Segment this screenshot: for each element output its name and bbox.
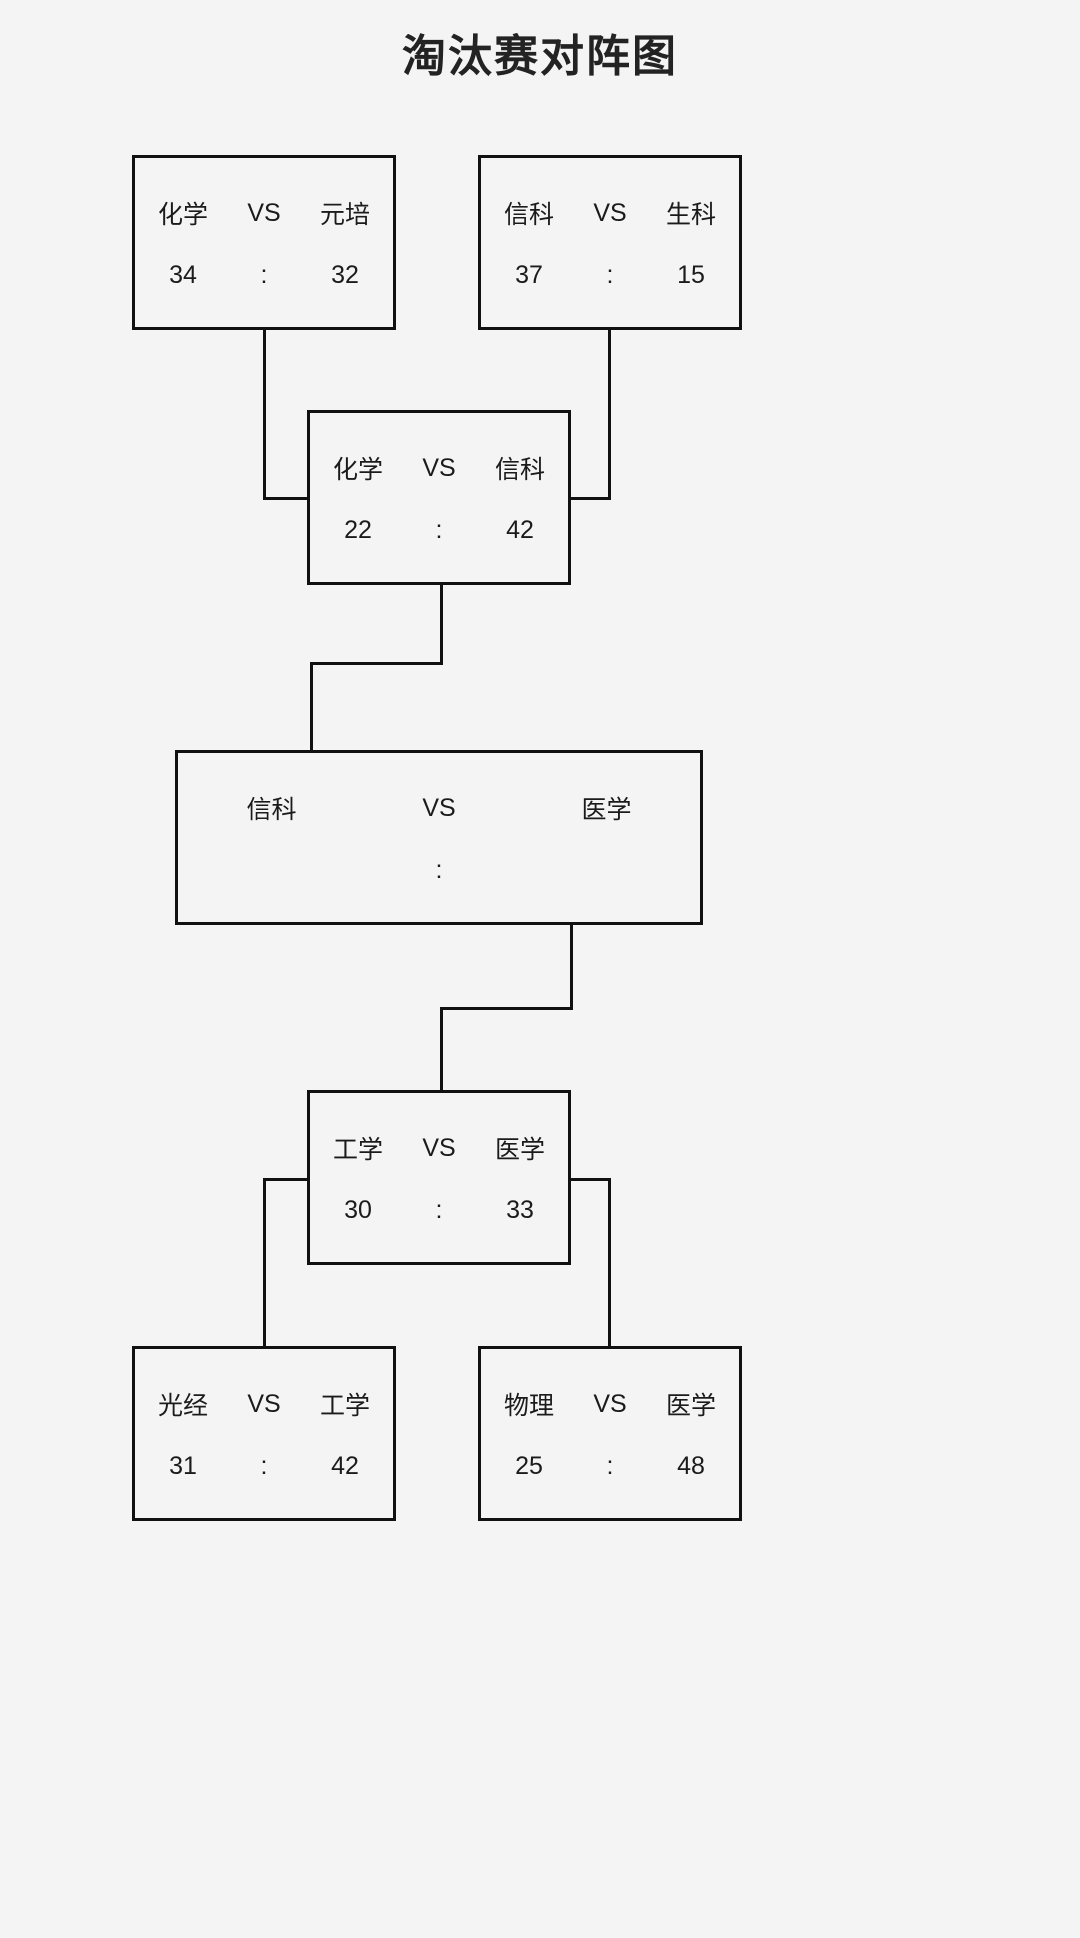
connector-final-horizontal (440, 1007, 573, 1010)
team-right-name: 工学 (319, 1392, 370, 1420)
score-right: 33 (506, 1196, 534, 1224)
team-left-name: 信科 (246, 796, 297, 824)
team-left-name: 化学 (332, 456, 383, 484)
score-separator: : (606, 261, 614, 289)
match-box-qf-3[interactable]: 光经 VS 工学 31 : 42 (132, 1346, 396, 1521)
score-separator: : (260, 1452, 268, 1480)
vs-label: VS (593, 1389, 627, 1418)
score-separator: : (435, 1196, 443, 1224)
connector-final-vertical-a (570, 925, 573, 1010)
vs-label: VS (422, 793, 456, 822)
match-scores-row: 37 : 15 (481, 261, 739, 290)
vs-label: VS (422, 1133, 456, 1162)
connector-sftop-vertical-a (440, 585, 443, 665)
match-scores-row: 22 : 42 (310, 516, 568, 545)
match-teams-row: 光经 VS 工学 (135, 1386, 393, 1422)
connector-qf1-vertical (263, 330, 266, 500)
score-separator: : (260, 261, 268, 289)
match-scores-row: 30 : 33 (310, 1196, 568, 1225)
score-right: 42 (506, 516, 534, 544)
match-scores-row: : (178, 856, 700, 885)
score-separator: : (435, 516, 443, 544)
vs-label: VS (247, 1389, 281, 1418)
match-scores-row: 31 : 42 (135, 1452, 393, 1481)
connector-sftop-horizontal (310, 662, 443, 665)
team-right-name: 医学 (581, 796, 632, 824)
match-teams-row: 物理 VS 医学 (481, 1386, 739, 1422)
team-right-name: 元培 (319, 201, 370, 229)
vs-label: VS (422, 453, 456, 482)
score-separator: : (606, 1452, 614, 1480)
connector-qf2-horizontal (568, 497, 611, 500)
score-left: 22 (344, 516, 372, 544)
score-left: 34 (169, 261, 197, 289)
team-left-name: 工学 (332, 1136, 383, 1164)
team-left-name: 物理 (503, 1392, 554, 1420)
score-right: 42 (331, 1452, 359, 1480)
match-box-qf-4[interactable]: 物理 VS 医学 25 : 48 (478, 1346, 742, 1521)
connector-sfbottom-left-vertical (263, 1178, 266, 1346)
score-right: 48 (677, 1452, 705, 1480)
team-left-name: 信科 (503, 201, 554, 229)
match-box-final[interactable]: 信科 VS 医学 : (175, 750, 703, 925)
match-box-sf-bottom[interactable]: 工学 VS 医学 30 : 33 (307, 1090, 571, 1265)
connector-sftop-vertical-b (310, 662, 313, 752)
team-left-name: 光经 (157, 1392, 208, 1420)
match-teams-row: 信科 VS 医学 (178, 790, 700, 826)
team-left-name: 化学 (157, 201, 208, 229)
connector-sfbottom-right-horizontal (568, 1178, 611, 1181)
team-right-name: 医学 (665, 1392, 716, 1420)
match-scores-row: 25 : 48 (481, 1452, 739, 1481)
connector-final-vertical-b (440, 1007, 443, 1100)
match-box-sf-top[interactable]: 化学 VS 信科 22 : 42 (307, 410, 571, 585)
match-teams-row: 化学 VS 信科 (310, 450, 568, 486)
score-left: 25 (515, 1452, 543, 1480)
team-right-name: 医学 (494, 1136, 545, 1164)
score-left: 30 (344, 1196, 372, 1224)
match-scores-row: 34 : 32 (135, 261, 393, 290)
connector-sfbottom-right-vertical (608, 1178, 611, 1346)
score-right: 32 (331, 261, 359, 289)
connector-qf1-horizontal (263, 497, 311, 500)
score-right: 15 (677, 261, 705, 289)
match-box-qf-2[interactable]: 信科 VS 生科 37 : 15 (478, 155, 742, 330)
score-separator: : (435, 856, 443, 884)
team-right-name: 信科 (494, 456, 545, 484)
page-title: 淘汰赛对阵图 (402, 32, 678, 81)
match-teams-row: 工学 VS 医学 (310, 1130, 568, 1166)
vs-label: VS (247, 198, 281, 227)
connector-sfbottom-left-horizontal (263, 1178, 311, 1181)
vs-label: VS (593, 198, 627, 227)
score-left: 31 (169, 1452, 197, 1480)
team-right-name: 生科 (665, 201, 716, 229)
match-teams-row: 信科 VS 生科 (481, 195, 739, 231)
match-teams-row: 化学 VS 元培 (135, 195, 393, 231)
score-left: 37 (515, 261, 543, 289)
connector-qf2-vertical (608, 330, 611, 500)
match-box-qf-1[interactable]: 化学 VS 元培 34 : 32 (132, 155, 396, 330)
